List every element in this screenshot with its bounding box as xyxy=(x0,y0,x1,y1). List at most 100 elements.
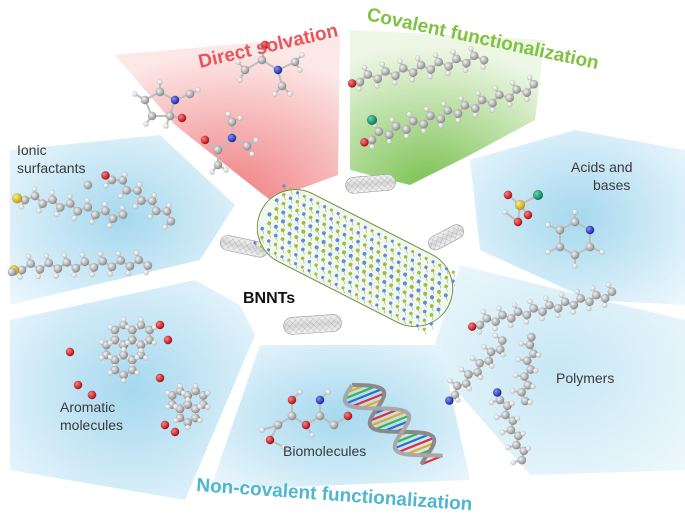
bnnt-atom xyxy=(417,270,421,275)
nanotube-small-left xyxy=(219,235,268,258)
bnnt-atom xyxy=(361,287,366,291)
bnnt-atom xyxy=(429,304,434,309)
bnnt-atom xyxy=(437,272,442,276)
bnnt-atom xyxy=(301,220,306,225)
bnnt-atom xyxy=(422,327,426,331)
bnnt-atom xyxy=(288,213,292,218)
bnnt-atom xyxy=(390,248,394,252)
bnnt-atom xyxy=(395,304,400,309)
bnnt-atom xyxy=(437,289,441,294)
bnnt-atom xyxy=(422,309,427,314)
molecule-illustrations xyxy=(7,40,617,466)
bnnt-atom xyxy=(409,276,414,280)
bnnt-atom xyxy=(438,263,442,267)
bnnt-atom xyxy=(402,281,407,286)
bnnt-atom xyxy=(280,237,285,241)
bnnt-atom xyxy=(404,246,408,250)
bnnt-atom xyxy=(429,313,434,317)
bnnt-atom xyxy=(300,247,305,252)
bnnt-atom xyxy=(410,267,414,272)
sector-aromatic xyxy=(10,280,255,500)
bnnt-atom xyxy=(395,286,400,291)
bnnt-atom xyxy=(396,277,401,283)
bnnt-atom xyxy=(375,276,380,281)
bnnt-atom xyxy=(282,193,286,197)
bnnt-atom xyxy=(370,229,374,233)
bnnt-atom xyxy=(328,261,332,266)
molecule-covalent-chain-bottom xyxy=(359,74,539,150)
bnnt-atom xyxy=(431,260,435,264)
molecule-ionic-chain-top xyxy=(101,171,176,230)
bnnt-atom xyxy=(416,306,420,310)
bnnt-atom xyxy=(416,315,420,319)
bnnt-atom xyxy=(383,244,388,249)
bnnt-atom xyxy=(451,270,455,274)
bnnt-atom xyxy=(444,284,448,289)
molecule-polymer-chain-3 xyxy=(488,388,532,466)
bnnt-atom xyxy=(356,239,360,244)
bnnt-atom xyxy=(368,282,373,286)
bnnt-atom xyxy=(388,301,393,305)
bnnt-atom xyxy=(321,275,325,279)
bnnt-atom xyxy=(281,201,286,206)
bnnt-atom xyxy=(322,213,327,218)
bnnt-atom xyxy=(362,260,367,265)
bnnt-atom xyxy=(356,231,360,235)
bnnt-atom xyxy=(348,253,353,258)
bnnt-atom xyxy=(368,273,373,277)
bnnt-atom xyxy=(409,284,414,289)
bnnt-atom xyxy=(295,191,300,195)
bnnt-atom xyxy=(300,256,305,260)
label-acids-line1: Acids and xyxy=(571,159,632,175)
bnnt-atom xyxy=(309,198,313,202)
bnnt-atom xyxy=(316,201,320,205)
bnnt-atom xyxy=(348,280,352,285)
label-aromatic-line2: molecules xyxy=(60,417,123,433)
bnnt-atom xyxy=(389,292,393,297)
bnnt-atom xyxy=(321,231,326,236)
bnnt-atom xyxy=(382,270,387,276)
bnnt-atom xyxy=(368,291,372,295)
sector-polymers xyxy=(430,265,685,475)
bnnt-atom xyxy=(395,313,399,317)
bnnt-atom xyxy=(348,262,353,267)
bnnt-atom xyxy=(274,198,279,202)
bnnt-atom xyxy=(287,249,291,254)
bnnt-atom xyxy=(382,288,386,293)
bnnt-atom xyxy=(363,225,367,229)
bnnt-atom xyxy=(430,286,435,291)
bnnt-atom xyxy=(416,288,421,293)
bnnt-atom xyxy=(336,220,340,225)
bnnt-atom xyxy=(314,236,319,241)
bnnt-atom xyxy=(274,224,278,229)
bnnt-atom xyxy=(342,241,347,246)
bnnt-atom xyxy=(335,229,340,234)
bnnt-atom xyxy=(260,235,264,240)
bnnt-atom xyxy=(315,210,320,214)
bnnt-atom xyxy=(267,239,271,243)
bnnt-atom xyxy=(280,255,284,259)
bnnt-atom xyxy=(288,196,293,200)
bnnt-atom xyxy=(301,229,306,234)
bnnt-atom xyxy=(329,208,333,212)
bnnt-atom xyxy=(429,322,433,326)
bnnt-atom xyxy=(282,184,286,188)
bnnt-atom xyxy=(307,233,313,238)
bnnt-atom xyxy=(354,293,359,297)
bnnt-atom xyxy=(314,263,318,267)
bnnt-atom xyxy=(253,241,257,245)
bnnt-atom xyxy=(274,207,279,211)
bnnt-atom xyxy=(321,239,326,245)
bnnt-atom xyxy=(376,250,381,254)
bnnt-atom xyxy=(294,217,299,222)
nanotube-small-top xyxy=(345,174,396,194)
bnnt-atom xyxy=(402,299,407,303)
bnnt-atom xyxy=(409,311,413,316)
bnnt-atom xyxy=(361,296,365,300)
bnnt-atom xyxy=(389,283,394,288)
bnnt-atom xyxy=(369,255,374,260)
bnnt-atom xyxy=(369,246,374,251)
bnnt-atom xyxy=(375,285,380,290)
bnnt-atom xyxy=(322,222,326,227)
